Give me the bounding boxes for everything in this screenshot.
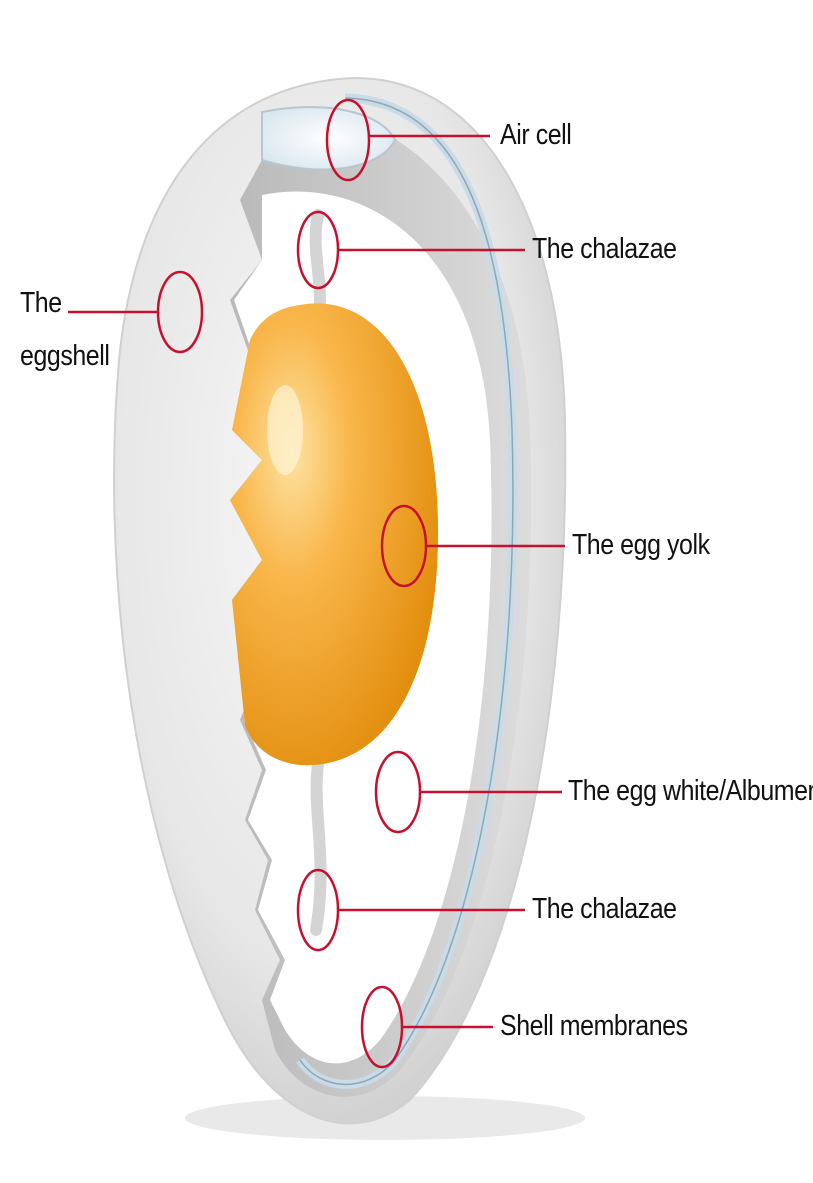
label-egg-yolk: The egg yolk — [572, 528, 710, 563]
label-egg-white: The egg white/Albumen — [568, 774, 813, 809]
label-eggshell-line2: eggshell — [20, 339, 109, 374]
label-eggshell: The eggshell — [20, 296, 124, 366]
label-eggshell-line1: The — [20, 286, 109, 321]
label-chalazae-top: The chalazae — [532, 232, 677, 267]
label-chalazae-bottom: The chalazae — [532, 892, 677, 927]
label-shell-membranes: Shell membranes — [500, 1009, 688, 1044]
chalaza-bottom-strand — [316, 765, 321, 930]
yolk-highlight — [267, 385, 303, 475]
label-air-cell: Air cell — [500, 118, 571, 153]
